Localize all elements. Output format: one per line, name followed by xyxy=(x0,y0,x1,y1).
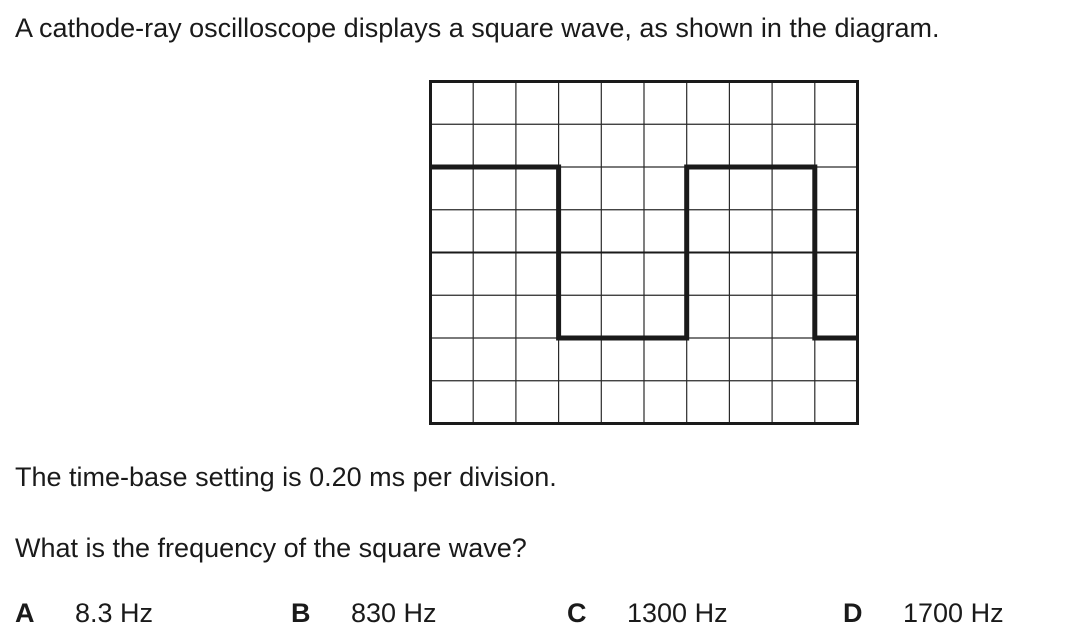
question-prompt: What is the frequency of the square wave… xyxy=(15,533,527,563)
option-d-value: 1700 Hz xyxy=(903,598,1004,628)
square-wave-trace xyxy=(430,164,858,341)
timebase-statement: The time-base setting is 0.20 ms per div… xyxy=(15,462,557,492)
option-b-letter: B xyxy=(291,598,311,628)
oscilloscope-screen xyxy=(429,80,859,425)
option-b-value: 830 Hz xyxy=(351,598,437,628)
question-intro: A cathode-ray oscilloscope displays a sq… xyxy=(15,13,940,43)
option-d-letter: D xyxy=(843,598,863,628)
option-a-value: 8.3 Hz xyxy=(75,598,154,628)
option-c-letter: C xyxy=(567,598,587,628)
oscilloscope-frame xyxy=(429,80,859,425)
option-a-letter: A xyxy=(15,598,35,628)
option-c-value: 1300 Hz xyxy=(627,598,728,628)
